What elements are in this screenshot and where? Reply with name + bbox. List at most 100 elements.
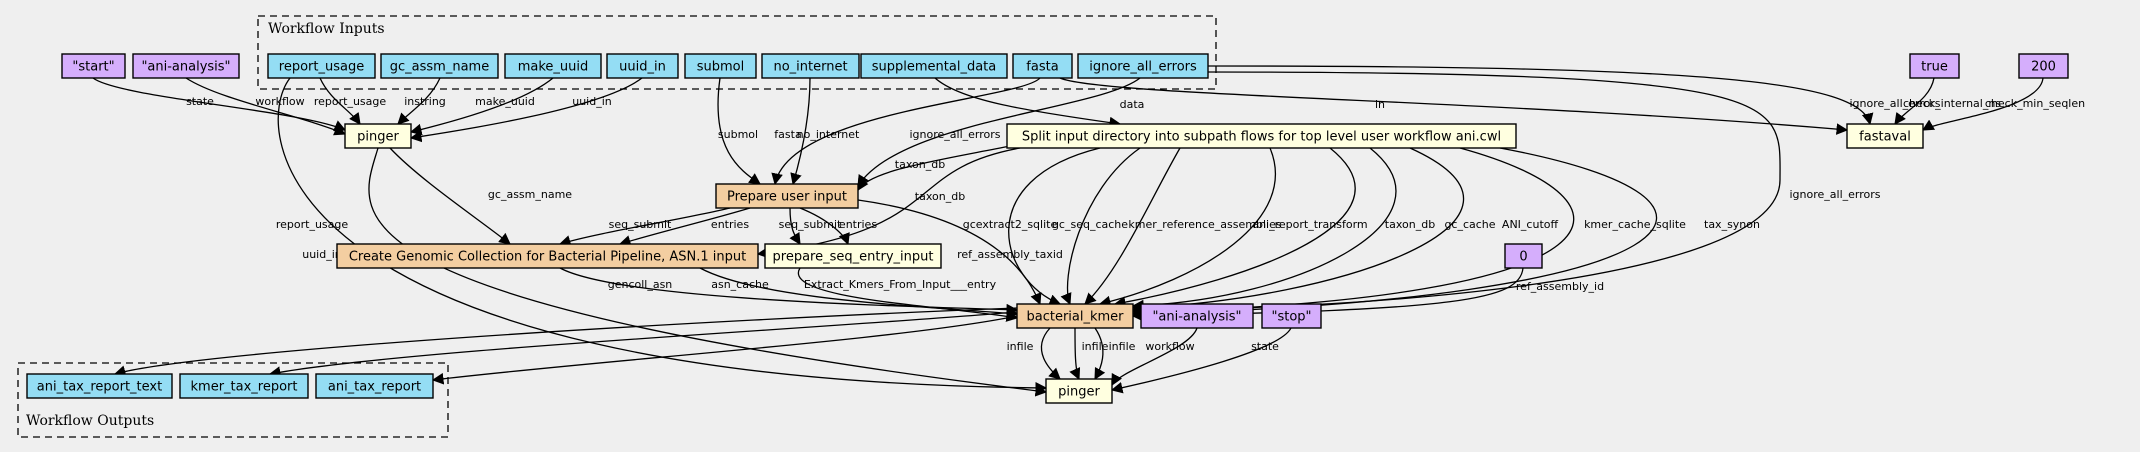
edge-prepare-to-kmer: ref_assembly_taxid bbox=[857, 199, 1063, 306]
node-in-ignore-all-errors[interactable]: ignore_all_errors bbox=[1077, 53, 1209, 79]
edge-c_true-to-fastaval: check_internal_ns bbox=[1894, 77, 2001, 125]
node-fastaval[interactable]: fastaval bbox=[1846, 123, 1924, 149]
node-split[interactable]: Split input directory into subpath flows… bbox=[1006, 123, 1517, 149]
cluster-outputs-label: Workflow Outputs bbox=[26, 413, 154, 429]
edge-line bbox=[799, 207, 850, 246]
edge-split-to-kmer: ANI_cutoff bbox=[1131, 147, 1558, 314]
edge-line bbox=[268, 311, 1018, 378]
node-pinger2[interactable]: pinger bbox=[1045, 378, 1113, 404]
edge-prep_seq-to-kmer: Extract_Kmers_From_Input___entry bbox=[797, 267, 1019, 322]
node-box bbox=[1261, 303, 1322, 329]
edge-label: asn_cache bbox=[711, 278, 769, 291]
edge-label: uuid_in bbox=[572, 95, 612, 108]
edge-line bbox=[1131, 147, 1575, 318]
node-out-kmer-tax-report[interactable]: kmer_tax_report bbox=[179, 373, 309, 399]
edge-label: ignore_all_errors bbox=[1849, 97, 1940, 110]
node-box bbox=[179, 373, 309, 399]
node-in-report-usage[interactable]: report_usage bbox=[267, 53, 376, 79]
edge-line bbox=[1060, 147, 1141, 306]
edge-line bbox=[389, 147, 511, 245]
node-kmer[interactable]: bacterial_kmer bbox=[1016, 303, 1134, 329]
node-label: make_uuid bbox=[518, 60, 589, 75]
node-in-no-internet[interactable]: no_internet bbox=[761, 53, 860, 79]
edge-label: entries bbox=[839, 218, 877, 231]
node-c-stop[interactable]: "stop" bbox=[1261, 303, 1322, 329]
node-label: true bbox=[1921, 60, 1948, 75]
node-c-ani2[interactable]: "ani-analysis" bbox=[1140, 303, 1254, 329]
node-label: 0 bbox=[1519, 250, 1527, 265]
edge-line bbox=[857, 145, 1011, 192]
edge-line bbox=[756, 147, 1021, 259]
node-label: ani_tax_report bbox=[328, 380, 421, 395]
edge-c_start-to-pinger1: state bbox=[92, 77, 347, 132]
edge-label: check_min_seqlen bbox=[1985, 97, 2085, 110]
edge-split-to-kmer: kmer_reference_assemblies bbox=[1084, 147, 1282, 305]
node-label: bacterial_kmer bbox=[1026, 310, 1124, 325]
edge-label: no_internet bbox=[797, 128, 860, 141]
node-label: report_usage bbox=[279, 60, 364, 75]
node-box bbox=[2018, 53, 2069, 79]
edge-in_ignore_all_errors-to-fastaval: ignore_all_errors bbox=[1207, 65, 1941, 126]
edge-line bbox=[857, 199, 1042, 306]
node-c-200[interactable]: 200 bbox=[2018, 53, 2069, 79]
node-label: gc_assm_name bbox=[390, 60, 489, 75]
node-box bbox=[860, 53, 1008, 79]
node-label: Prepare user input bbox=[727, 190, 847, 205]
edge-label: fasta bbox=[774, 128, 801, 141]
edge-line bbox=[1040, 327, 1061, 380]
node-c-true[interactable]: true bbox=[1909, 53, 1960, 79]
node-in-supplemental-data[interactable]: supplemental_data bbox=[860, 53, 1008, 79]
edge-c_200-to-fastaval: check_min_seqlen bbox=[1921, 77, 2085, 131]
node-label: "start" bbox=[72, 60, 114, 75]
node-box bbox=[132, 53, 240, 79]
edge-line bbox=[92, 77, 347, 132]
edge-pinger1-to-gencoll: gc_assm_name bbox=[389, 147, 572, 245]
node-in-make-uuid[interactable]: make_uuid bbox=[504, 53, 602, 79]
edge-label: report_usage bbox=[314, 95, 387, 108]
edge-label: workflow bbox=[1145, 340, 1194, 353]
node-prepare[interactable]: Prepare user input bbox=[715, 183, 859, 209]
node-label: kmer_tax_report bbox=[191, 380, 298, 395]
node-label: 200 bbox=[2031, 60, 2056, 75]
edge-line bbox=[431, 315, 1018, 385]
node-label: "ani-analysis" bbox=[141, 60, 230, 75]
node-in-fasta[interactable]: fasta bbox=[1012, 53, 1073, 79]
node-pinger1[interactable]: pinger bbox=[344, 123, 412, 149]
edge-in_fasta-to-fastaval: in bbox=[1059, 77, 1849, 135]
node-box bbox=[344, 123, 412, 149]
edge-label: uuid_in bbox=[302, 248, 342, 261]
node-box bbox=[1846, 123, 1924, 149]
node-gencoll[interactable]: Create Genomic Collection for Bacterial … bbox=[336, 243, 759, 269]
edge-split-to-kmer: gcextract2_sqlite bbox=[963, 147, 1101, 306]
edge-label: gc_assm_name bbox=[488, 188, 572, 201]
edge-in_supplemental_data-to-split: data bbox=[934, 77, 1145, 129]
node-c-ani1[interactable]: "ani-analysis" bbox=[132, 53, 240, 79]
node-label: ani_tax_report_text bbox=[37, 380, 162, 395]
edge-line bbox=[1131, 147, 1465, 314]
node-prep-seq[interactable]: prepare_seq_entry_input bbox=[764, 243, 942, 269]
edge-split-to-kmer: gc_cache bbox=[1131, 147, 1496, 312]
node-out-ani-tax-report-text[interactable]: ani_tax_report_text bbox=[26, 373, 173, 399]
edge-split-to-kmer: tax_synon bbox=[1131, 147, 1760, 320]
edge-line bbox=[717, 77, 761, 185]
node-box bbox=[61, 53, 126, 79]
node-out-ani-tax-report[interactable]: ani_tax_report bbox=[315, 373, 434, 399]
node-in-gc-assm-name[interactable]: gc_assm_name bbox=[380, 53, 499, 79]
edge-line bbox=[1131, 147, 1397, 312]
edge-in_uuid_in-to-pinger1: uuid_in bbox=[409, 77, 643, 143]
edge-line bbox=[1084, 147, 1181, 305]
edge-line bbox=[1069, 327, 1081, 381]
node-box bbox=[764, 243, 942, 269]
edge-line bbox=[1113, 147, 1356, 308]
edge-line bbox=[1098, 147, 1277, 308]
node-c-zero[interactable]: 0 bbox=[1504, 243, 1543, 269]
node-in-uuid-in[interactable]: uuid_in bbox=[606, 53, 679, 79]
node-box bbox=[380, 53, 499, 79]
node-c-start[interactable]: "start" bbox=[61, 53, 126, 79]
edge-label: data bbox=[1120, 98, 1145, 111]
node-box bbox=[715, 183, 859, 209]
node-in-submol[interactable]: submol bbox=[684, 53, 757, 79]
node-box bbox=[1504, 243, 1543, 269]
node-label: Split input directory into subpath flows… bbox=[1022, 130, 1501, 145]
edge-line bbox=[368, 147, 1048, 397]
